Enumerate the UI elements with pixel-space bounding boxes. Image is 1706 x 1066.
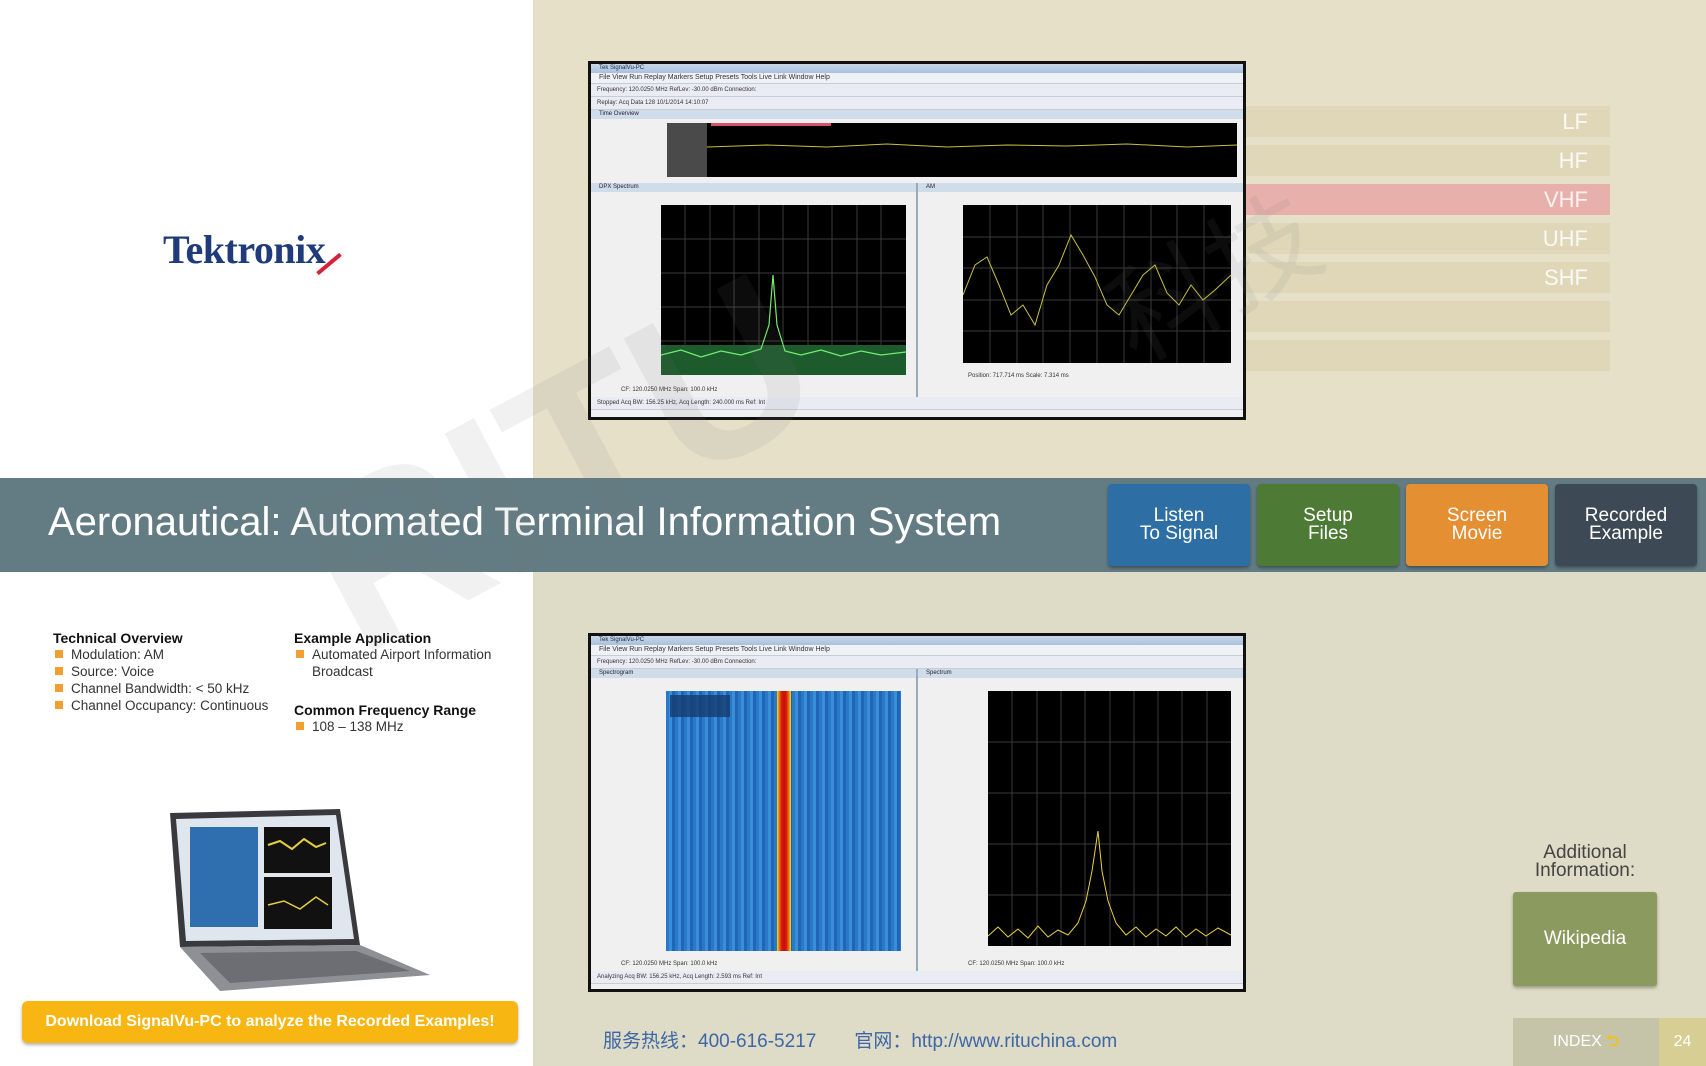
spectrogram-header: Spectrogram xyxy=(591,669,916,678)
status-bar: Analyzing Acq BW: 156.25 kHz, Acq Length… xyxy=(591,971,1243,984)
spectrogram-plot xyxy=(666,691,901,951)
wikipedia-button[interactable]: Wikipedia xyxy=(1513,892,1657,986)
band-row: HF xyxy=(1240,145,1610,176)
am-footer: Position: 717.714 ms Scale: 7.314 ms xyxy=(968,373,1069,379)
dpx-footer: CF: 120.0250 MHz Span: 100.0 kHz xyxy=(621,387,718,393)
page-number: 24 xyxy=(1659,1018,1706,1066)
frequency-range-list: 108 – 138 MHz xyxy=(294,718,514,735)
list-item: Automated Airport Information Broadcast xyxy=(294,646,514,680)
technical-overview-heading: Technical Overview xyxy=(53,630,183,646)
spectrogram-panel: Spectrogram CF: 120.0250 MHz Span: 100.0… xyxy=(591,669,918,971)
title-category: Aeronautical: xyxy=(48,500,282,544)
time-overview-trace xyxy=(706,143,1237,148)
download-signalvu-button[interactable]: Download SignalVu-PC to analyze the Reco… xyxy=(22,1001,518,1043)
index-button[interactable]: INDEX ⮌ xyxy=(1513,1018,1659,1066)
recorded-label: Recorded Example xyxy=(1584,505,1668,544)
band-row: VHF xyxy=(1240,184,1610,215)
status-bar: Stopped Acq BW: 156.25 kHz, Acq Length: … xyxy=(591,397,1243,410)
menu-bar: File View Run Replay Markers Setup Prese… xyxy=(591,645,1243,656)
list-item: Source: Voice xyxy=(53,663,283,680)
signalvu-screenshot-top: Tek SignalVu-PC File View Run Replay Mar… xyxy=(588,61,1246,420)
list-item: Channel Occupancy: Continuous xyxy=(53,697,283,714)
list-item: Channel Bandwidth: < 50 kHz xyxy=(53,680,283,697)
window-title: Tek SignalVu-PC xyxy=(591,64,1243,73)
window-title: Tek SignalVu-PC xyxy=(591,636,1243,645)
example-application: Example Application Automated Airport In… xyxy=(294,630,514,680)
title-text: Automated Terminal Information System xyxy=(281,500,1002,544)
replay-bar: Replay: Acq Data 128 10/1/2014 14:10:07 xyxy=(591,97,1243,110)
example-application-list: Automated Airport Information Broadcast xyxy=(294,646,514,680)
spectrum-header: Spectrum xyxy=(918,669,1243,678)
am-header: AM xyxy=(918,183,1243,192)
list-item: 108 – 138 MHz xyxy=(294,718,514,735)
band-row: UHF xyxy=(1240,223,1610,254)
spectrogram-footer: CF: 120.0250 MHz Span: 100.0 kHz xyxy=(621,961,718,967)
listen-label: Listen To Signal xyxy=(1139,505,1219,544)
band-row: LF xyxy=(1240,106,1610,137)
band-row xyxy=(1240,301,1610,332)
index-label: INDEX xyxy=(1552,1033,1602,1050)
dpx-spectrum-header: DPX Spectrum xyxy=(591,183,916,192)
dpx-spectrum-plot xyxy=(660,205,907,375)
screen-movie-label: Screen Movie xyxy=(1446,505,1508,544)
spectrum-footer: CF: 120.0250 MHz Span: 100.0 kHz xyxy=(968,961,1065,967)
recorded-example-button[interactable]: Recorded Example xyxy=(1555,484,1697,566)
listen-to-signal-button[interactable]: Listen To Signal xyxy=(1108,484,1250,566)
toolbar: Frequency: 120.0250 MHz RefLev: -30.00 d… xyxy=(591,656,1243,669)
signalvu-screenshot-bottom: Tek SignalVu-PC File View Run Replay Mar… xyxy=(588,633,1246,992)
tektronix-logo: Tektronix xyxy=(163,227,326,272)
frequency-range-heading: Common Frequency Range xyxy=(294,702,477,718)
list-item: Modulation: AM xyxy=(53,646,283,663)
setup-files-button[interactable]: Setup Files xyxy=(1257,484,1399,566)
spectrum-trace xyxy=(987,691,1232,946)
am-panel: AM Position: 717.714 ms Scale: 7.314 ms xyxy=(918,183,1243,397)
toolbar: Frequency: 120.0250 MHz RefLev: -30.00 d… xyxy=(591,84,1243,97)
time-overview-header: Time Overview xyxy=(591,110,1243,119)
band-row xyxy=(1240,340,1610,371)
frequency-range: Common Frequency Range 108 – 138 MHz xyxy=(294,702,514,735)
page-title: Aeronautical: Automated Terminal Informa… xyxy=(48,500,1001,545)
footer-contact: 服务热线：400-616-5217 官网：http://www.rituchin… xyxy=(603,1031,1118,1052)
laptop-image xyxy=(160,805,440,995)
screen-movie-button[interactable]: Screen Movie xyxy=(1406,484,1548,566)
dpx-spectrum-trace xyxy=(660,205,907,375)
technical-overview: Technical Overview Modulation: AM Source… xyxy=(53,630,283,714)
am-plot xyxy=(962,205,1232,363)
additional-information-label: Additional Information: xyxy=(1534,842,1636,881)
time-overview-plot xyxy=(667,123,1237,177)
technical-overview-list: Modulation: AM Source: Voice Channel Ban… xyxy=(53,646,283,714)
menu-bar: File View Run Replay Markers Setup Prese… xyxy=(591,73,1243,84)
return-arrow-icon: ⮌ xyxy=(1606,1033,1620,1050)
spectrum-panel: Spectrum CF: 120.0250 MHz Span: 100.0 kH… xyxy=(918,669,1243,971)
am-trace xyxy=(962,205,1232,363)
setup-label: Setup Files xyxy=(1303,505,1353,544)
band-row: SHF xyxy=(1240,262,1610,293)
dpx-spectrum-panel: DPX Spectrum CF: 120.0250 MHz Span: 100.… xyxy=(591,183,918,397)
spectrum-plot xyxy=(987,691,1232,946)
time-overview-panel xyxy=(591,119,1243,183)
example-application-heading: Example Application xyxy=(294,630,432,646)
